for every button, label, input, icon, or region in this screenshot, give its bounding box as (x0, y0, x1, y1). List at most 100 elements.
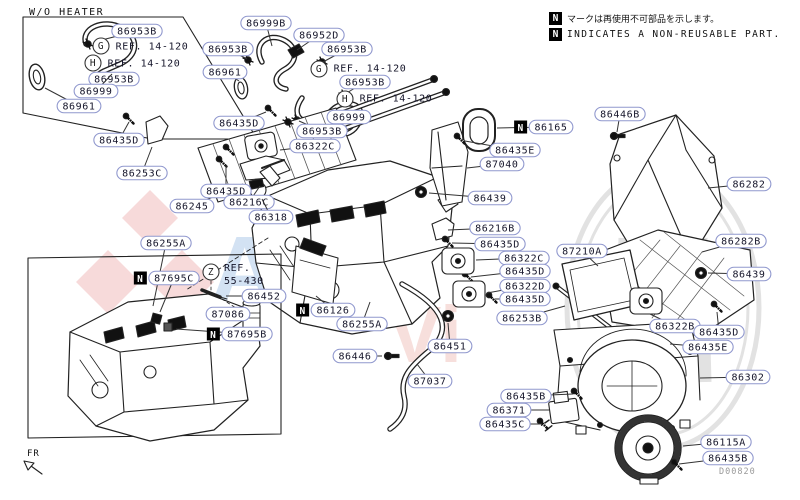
part-label-86952D: 86952D (293, 27, 345, 51)
part-label-87037: 87037 (407, 363, 453, 389)
part-label-86302: 86302 (699, 369, 771, 385)
part-label-86435D: 86435D (693, 311, 745, 340)
svg-text:86952D: 86952D (299, 31, 339, 42)
svg-text:86451: 86451 (433, 342, 466, 353)
svg-text:87695C: 87695C (154, 274, 194, 285)
ref-circle-H (84, 54, 102, 72)
svg-text:REF. 14-120: REF. 14-120 (108, 59, 181, 70)
part-label-86446B: 86446B (594, 106, 646, 133)
non-reusable-icon (133, 271, 147, 285)
svg-text:86165: 86165 (534, 123, 567, 134)
legend-text-en: INDICATES A NON-REUSABLE PART. (567, 29, 781, 40)
ref-circle-Z (202, 263, 220, 281)
svg-text:86435D: 86435D (505, 295, 545, 306)
svg-text:86446: 86446 (338, 352, 371, 363)
part-label-86953B: 86953B (202, 41, 254, 60)
svg-text:86953B: 86953B (302, 127, 342, 138)
part-label-86435B: 86435B (678, 450, 754, 466)
svg-text:86282: 86282 (732, 180, 765, 191)
watermark-diamond (76, 250, 140, 314)
part-label-86999B: 86999B (240, 15, 292, 47)
ref-callout-G: G REF. 14-120 (310, 60, 407, 78)
part-label-86961: 86961 (44, 87, 102, 114)
part-label-87695B: 87695B N (175, 326, 273, 342)
non-reusable-icon (514, 120, 528, 134)
part-label-86126: 86126 N (296, 295, 356, 318)
svg-text:87695B: 87695B (227, 330, 267, 341)
svg-text:86953B: 86953B (345, 78, 385, 89)
wo-heater-label: W/O HEATER (29, 7, 105, 18)
svg-text:N: N (137, 274, 143, 285)
svg-text:86216B: 86216B (475, 224, 515, 235)
svg-text:N: N (299, 306, 305, 317)
defroster-duct-drawing (429, 108, 496, 207)
svg-text:86953B: 86953B (208, 45, 248, 56)
part-label-86999: 86999 (73, 73, 119, 99)
svg-text:86435B: 86435B (708, 454, 748, 465)
ref-callout-H: H REF. 14-120 (336, 90, 433, 108)
svg-text:86245: 86245 (175, 202, 208, 213)
svg-text:87086: 87086 (211, 310, 244, 321)
svg-text:86999: 86999 (79, 87, 112, 98)
svg-text:86435D: 86435D (699, 328, 739, 339)
drain-hose-drawing (383, 281, 455, 432)
part-label-86953B: 86953B (93, 23, 163, 43)
part-label-86953B: 86953B (296, 120, 348, 139)
svg-text:86446B: 86446B (600, 110, 640, 121)
part-label-86318: 86318 (248, 198, 294, 225)
part-label-86435D: 86435D (93, 121, 145, 148)
svg-text:86435D: 86435D (219, 119, 259, 130)
svg-text:G: G (98, 41, 104, 52)
svg-text:86282B: 86282B (721, 237, 761, 248)
part-label-86961: 86961 (202, 64, 248, 82)
svg-text:86126: 86126 (316, 306, 349, 317)
svg-text:86322D: 86322D (505, 282, 545, 293)
svg-text:REF. 14-120: REF. 14-120 (360, 94, 433, 105)
svg-text:86253B: 86253B (502, 314, 542, 325)
part-label-86435B: 86435B (500, 388, 574, 404)
part-label-86216B: 86216B (447, 220, 521, 236)
insulator-plate-drawing (291, 237, 339, 305)
svg-text:N: N (210, 330, 216, 341)
part-label-87695C: 87695C N (133, 270, 200, 313)
svg-text:86216C: 86216C (229, 198, 269, 209)
legend-row-jp: N マークは再使用不可部品を示します。 (549, 12, 781, 25)
svg-text:86302: 86302 (731, 373, 764, 384)
svg-text:86435C: 86435C (485, 420, 525, 431)
part-label-86435D: 86435D (470, 263, 551, 279)
part-label-86999: 86999 (326, 109, 372, 125)
non-reusable-icon (206, 327, 220, 341)
svg-text:REF. 14-120: REF. 14-120 (334, 64, 407, 75)
svg-text:86452: 86452 (247, 292, 280, 303)
svg-text:86439: 86439 (732, 270, 765, 281)
watermark-diamond (122, 190, 178, 246)
svg-text:H: H (342, 94, 348, 105)
part-label-86322C: 86322C (475, 250, 550, 266)
legend-text-jp: マークは再使用不可部品を示します。 (567, 15, 720, 25)
non-reusable-icon (296, 303, 310, 317)
part-label-86435E: 86435E (464, 140, 541, 158)
part-label-86322C: 86322C (279, 138, 341, 154)
part-label-86451: 86451 (427, 322, 473, 354)
svg-text:G: G (316, 64, 322, 75)
non-reusable-icon: N (549, 12, 562, 25)
svg-text:86953B: 86953B (327, 45, 367, 56)
part-label-86253C: 86253C (116, 146, 168, 181)
part-label-86371: 86371 (486, 402, 549, 418)
part-label-86439: 86439 (428, 190, 513, 206)
svg-text:86953B: 86953B (117, 27, 157, 38)
part-label-86115A: 86115A (682, 434, 752, 450)
fr-label: FR (27, 449, 40, 459)
svg-text:55-430: 55-430 (224, 276, 264, 287)
svg-text:86322C: 86322C (504, 254, 544, 265)
part-label-86282: 86282 (707, 176, 772, 192)
svg-text:86961: 86961 (208, 68, 241, 79)
svg-text:86435D: 86435D (206, 187, 246, 198)
actuators-drawing (431, 217, 498, 308)
part-label-86255A: 86255A (336, 301, 388, 332)
